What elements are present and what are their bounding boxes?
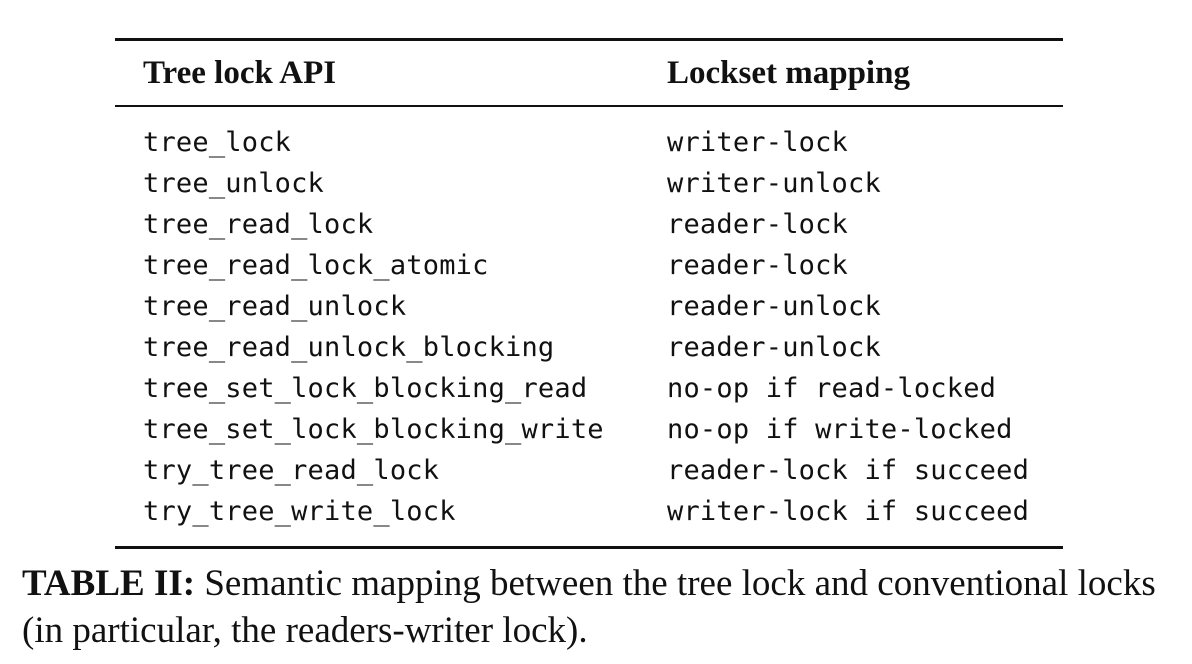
api-cell: try_tree_write_lock	[143, 496, 456, 527]
header-tree-lock-api: Tree lock API	[143, 54, 337, 91]
api-cell: try_tree_read_lock	[143, 455, 440, 486]
lock-mapping-table: Tree lock API Lockset mapping tree_lock …	[115, 38, 1063, 549]
mapping-cell: no-op if read-locked	[667, 373, 997, 404]
table-row: tree_set_lock_blocking_write no-op if wr…	[115, 409, 1063, 450]
mapping-cell: reader-lock	[667, 250, 849, 281]
api-cell: tree_read_unlock_blocking	[143, 332, 555, 363]
mapping-cell: writer-lock	[667, 127, 849, 158]
table-row: tree_read_unlock reader-unlock	[115, 286, 1063, 327]
mapping-cell: writer-lock if succeed	[667, 496, 1030, 527]
table-row: tree_unlock writer-unlock	[115, 163, 1063, 204]
mapping-cell: reader-unlock	[667, 291, 881, 322]
table-top-rule	[115, 38, 1063, 41]
table-bottom-rule	[115, 546, 1063, 549]
table-row: try_tree_write_lock writer-lock if succe…	[115, 491, 1063, 532]
table-row: tree_lock writer-lock	[115, 122, 1063, 163]
mapping-cell: reader-unlock	[667, 332, 881, 363]
table-row: tree_read_lock reader-lock	[115, 204, 1063, 245]
table-body: tree_lock writer-lock tree_unlock writer…	[115, 107, 1063, 546]
table-row: try_tree_read_lock reader-lock if succee…	[115, 450, 1063, 491]
api-cell: tree_set_lock_blocking_read	[143, 373, 588, 404]
api-cell: tree_read_lock	[143, 209, 374, 240]
mapping-cell: reader-lock if succeed	[667, 455, 1030, 486]
table-row: tree_read_unlock_blocking reader-unlock	[115, 327, 1063, 368]
mapping-cell: reader-lock	[667, 209, 849, 240]
header-lockset-mapping: Lockset mapping	[667, 54, 910, 91]
mapping-cell: no-op if write-locked	[667, 414, 1013, 445]
table-header-row: Tree lock API Lockset mapping	[115, 41, 1063, 105]
table-row: tree_set_lock_blocking_read no-op if rea…	[115, 368, 1063, 409]
caption-text: Semantic mapping between the tree lock a…	[22, 563, 1156, 651]
mapping-cell: writer-unlock	[667, 168, 881, 199]
table-caption: TABLE II: Semantic mapping between the t…	[22, 560, 1182, 654]
caption-label: TABLE II:	[22, 563, 196, 604]
api-cell: tree_read_unlock	[143, 291, 407, 322]
api-cell: tree_lock	[143, 127, 292, 158]
api-cell: tree_read_lock_atomic	[143, 250, 489, 281]
table-header-rule	[115, 105, 1063, 107]
table-row: tree_read_lock_atomic reader-lock	[115, 245, 1063, 286]
api-cell: tree_unlock	[143, 168, 325, 199]
api-cell: tree_set_lock_blocking_write	[143, 414, 604, 445]
